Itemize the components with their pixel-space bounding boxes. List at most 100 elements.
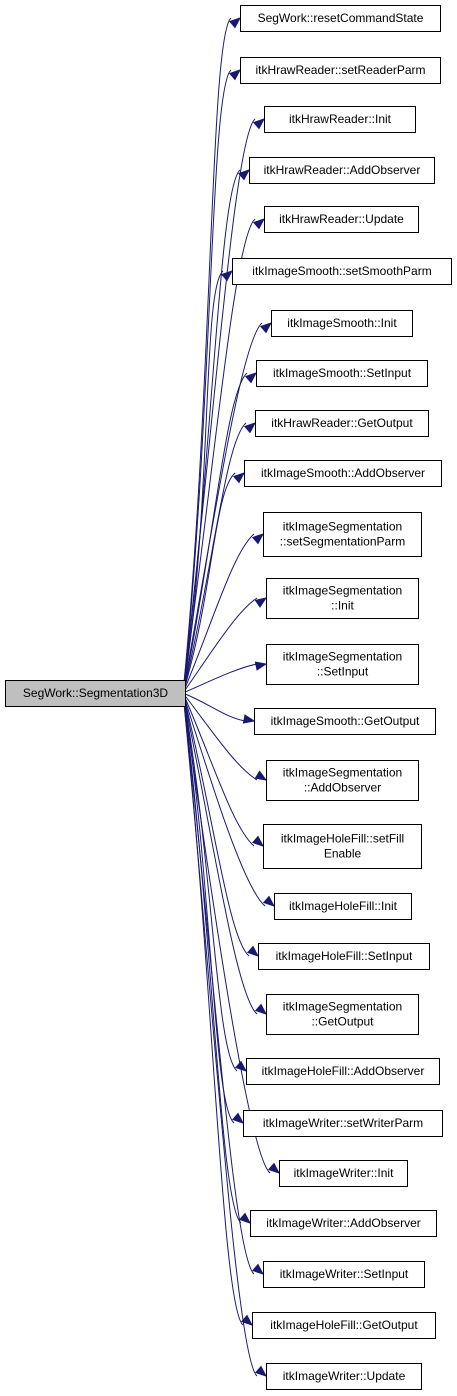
root-node[interactable]: SegWork::Segmentation3D [5, 680, 186, 707]
callee-node-c5[interactable]: itkHrawReader::Update [264, 206, 419, 233]
callee-node-c6[interactable]: itkImageSmooth::setSmoothParm [232, 258, 452, 285]
edge-c10 [182, 472, 236, 694]
node-box [263, 1261, 425, 1288]
callee-node-c9[interactable]: itkHrawReader::GetOutput [255, 410, 429, 437]
edge-c26 [182, 692, 258, 1377]
node-label-line: itkImageHoleFill::Init [289, 899, 398, 913]
callee-node-c18[interactable]: itkImageHoleFill::SetInput [258, 943, 430, 970]
node-box [258, 943, 430, 970]
node-label-line: itkImageWriter::Update [283, 1369, 406, 1383]
node-label-line: itkImageWriter::AddObserver [266, 1216, 421, 1230]
arrowhead-c14 [242, 714, 256, 724]
edge-c20 [182, 692, 238, 1072]
node-label-line: itkImageSmooth::SetInput [273, 366, 412, 380]
callee-node-c22[interactable]: itkImageWriter::Init [279, 1160, 408, 1187]
callee-node-c1[interactable]: SegWork::resetCommandState [240, 5, 441, 32]
arrowhead-c12 [254, 597, 268, 608]
callee-node-c23[interactable]: itkImageWriter::AddObserver [250, 1210, 437, 1237]
node-label-line: itkImageSmooth::setSmoothParm [252, 264, 431, 278]
callee-node-c17[interactable]: itkImageHoleFill::Init [274, 893, 412, 920]
node-box [266, 1363, 422, 1390]
callee-node-c10[interactable]: itkImageSmooth::AddObserver [244, 460, 442, 487]
node-box [244, 460, 442, 487]
callee-node-c12[interactable]: itkImageSegmentation::Init [266, 578, 419, 619]
node-box [5, 680, 186, 707]
node-box [274, 893, 412, 920]
edge-c9 [182, 422, 247, 694]
arrowhead-c24 [251, 1263, 265, 1275]
edge-c17 [182, 692, 266, 907]
edge-c12 [182, 597, 258, 694]
node-box [264, 206, 419, 233]
node-box [240, 57, 441, 84]
node-label-line: SegWork::Segmentation3D [23, 686, 169, 700]
edge-c14 [182, 692, 246, 722]
node-label-line: itkHrawReader::GetOutput [271, 416, 413, 430]
edge-c16 [182, 692, 255, 847]
node-box [250, 1210, 437, 1237]
arrowhead-c25 [240, 1314, 254, 1326]
arrowhead-c26 [254, 1365, 268, 1377]
callee-node-c8[interactable]: itkImageSmooth::SetInput [256, 360, 428, 387]
arrowhead-c17 [262, 895, 276, 907]
callee-node-c3[interactable]: itkHrawReader::Init [264, 106, 416, 133]
node-label-line: itkImageWriter::setWriterParm [263, 1116, 423, 1130]
node-label-line: itkImageSegmentation [283, 1000, 402, 1014]
callee-node-c7[interactable]: itkImageSmooth::Init [271, 310, 413, 337]
node-label-line: itkImageHoleFill::AddObserver [262, 1064, 425, 1078]
node-label-line: itkImageSmooth::AddObserver [261, 466, 425, 480]
arrowhead-c23 [238, 1212, 252, 1224]
callee-node-c24[interactable]: itkImageWriter::SetInput [263, 1261, 425, 1288]
callee-node-c4[interactable]: itkHrawReader::AddObserver [249, 157, 435, 184]
node-label-line: ::Init [331, 599, 354, 613]
edge-c1 [182, 17, 232, 694]
arrowhead-c6 [220, 270, 234, 282]
callee-node-c26[interactable]: itkImageWriter::Update [266, 1363, 422, 1390]
node-label-line: ::SetInput [317, 665, 369, 679]
arrowhead-c15 [254, 770, 268, 781]
edge-c5 [182, 218, 256, 694]
callee-node-c19[interactable]: itkImageSegmentation::GetOutput [266, 994, 419, 1035]
node-label-line: ::GetOutput [311, 1015, 374, 1029]
node-label-line: itkHrawReader::Update [279, 212, 404, 226]
arrowhead-c1 [228, 17, 242, 29]
arrowhead-c16 [251, 835, 265, 847]
node-box [266, 644, 419, 685]
node-label-line: itkHrawReader::setReaderParm [255, 63, 425, 77]
edge-c7 [182, 322, 263, 694]
callee-node-c20[interactable]: itkImageHoleFill::AddObserver [246, 1058, 440, 1085]
edge-c15 [182, 692, 258, 781]
callee-node-c15[interactable]: itkImageSegmentation::AddObserver [266, 760, 419, 801]
node-label-line: ::setSegmentationParm [280, 535, 405, 549]
node-label-line: itkImageHoleFill::setFill [281, 832, 404, 846]
callee-node-c25[interactable]: itkImageHoleFill::GetOutput [252, 1312, 436, 1339]
node-label-line: ::AddObserver [304, 781, 381, 795]
node-box [249, 157, 435, 184]
node-label-line: Enable [324, 847, 362, 861]
node-box [240, 5, 441, 32]
arrowhead-c3 [252, 118, 266, 130]
arrowhead-c7 [259, 322, 273, 334]
callee-node-c14[interactable]: itkImageSmooth::GetOutput [254, 708, 436, 735]
graph-nodes: SegWork::Segmentation3D SegWork::resetCom… [5, 5, 452, 1390]
arrowhead-c9 [243, 422, 257, 434]
edge-c22 [182, 692, 271, 1174]
arrowhead-c21 [231, 1112, 245, 1124]
callee-node-c11[interactable]: itkImageSegmentation::setSegmentationPar… [263, 512, 422, 557]
node-label-line: itkHrawReader::AddObserver [264, 163, 421, 177]
node-label-line: itkHrawReader::Init [289, 112, 392, 126]
node-label-line: itkImageSegmentation [283, 650, 402, 664]
edge-c11 [182, 533, 255, 694]
callee-node-c21[interactable]: itkImageWriter::setWriterParm [243, 1110, 443, 1137]
edge-c19 [182, 692, 258, 1015]
arrowhead-c18 [246, 945, 260, 957]
callee-node-c2[interactable]: itkHrawReader::setReaderParm [240, 57, 441, 84]
node-label-line: itkImageHoleFill::GetOutput [270, 1318, 418, 1332]
callee-node-c13[interactable]: itkImageSegmentation::SetInput [266, 644, 419, 685]
node-box [263, 512, 422, 557]
arrowhead-c10 [232, 472, 246, 484]
node-box [254, 708, 436, 735]
node-label-line: itkImageHoleFill::SetInput [276, 949, 413, 963]
